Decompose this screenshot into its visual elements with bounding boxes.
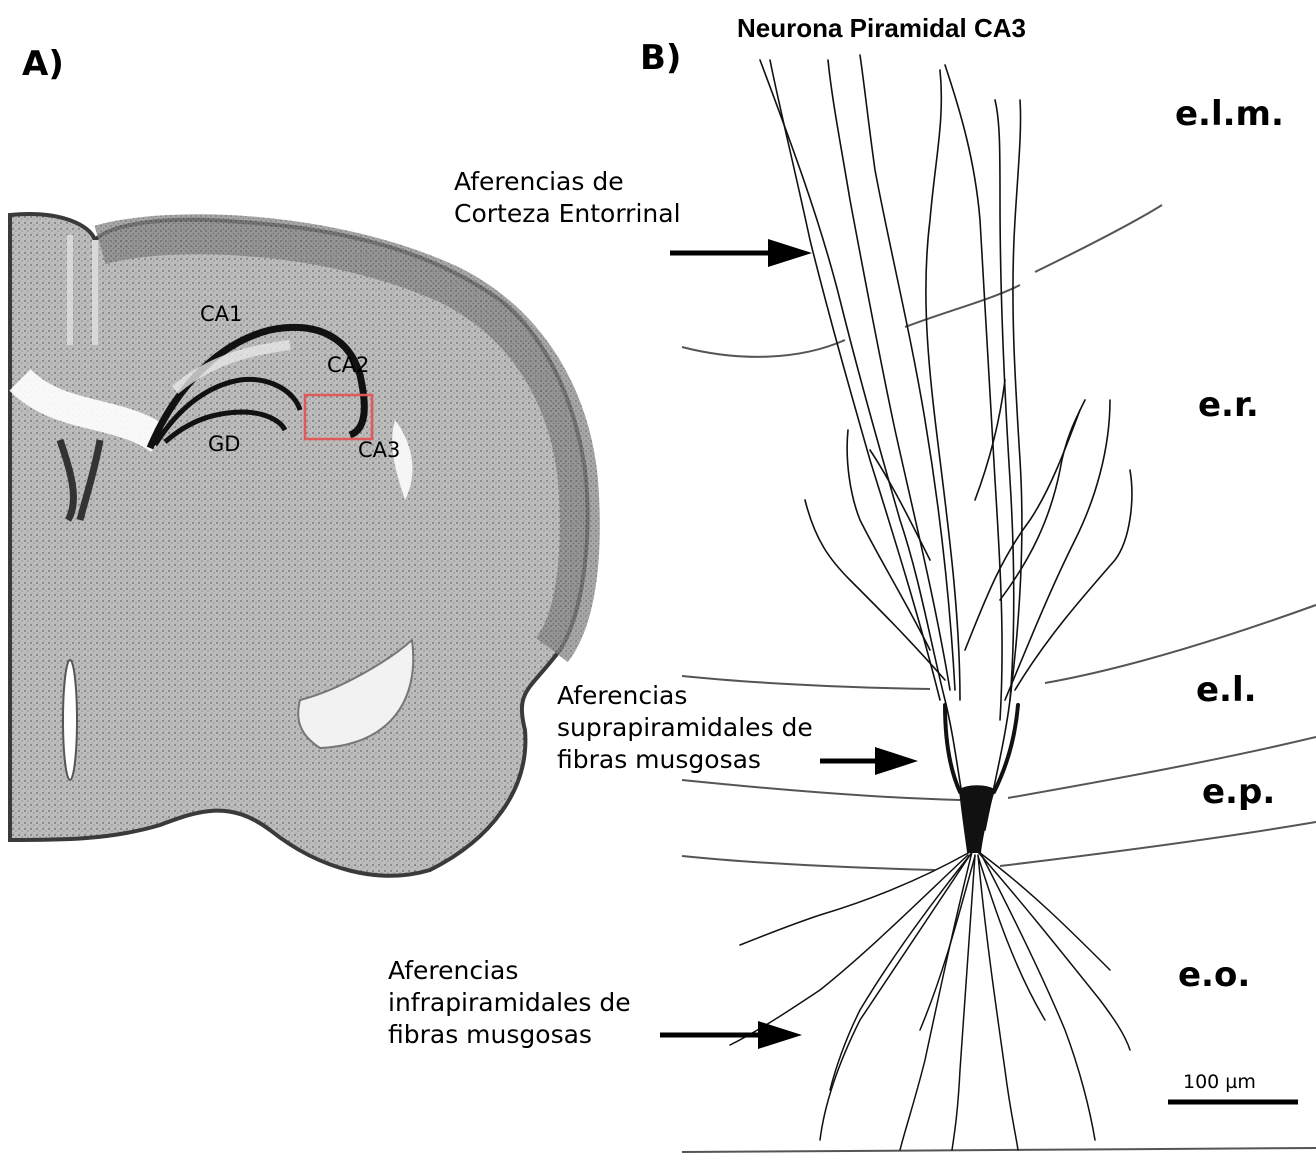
arrow-entorhinal-head: [768, 239, 812, 267]
annotation-entorhinal: Aferencias de Corteza Entorrinal: [454, 166, 681, 230]
layer-label-el: e.l.: [1196, 670, 1257, 710]
layer-label-ep: e.p.: [1202, 772, 1275, 812]
arrow-suprapyramidal-head: [875, 747, 918, 775]
scale-bar-label: 100 µm: [1183, 1071, 1256, 1093]
arrow-infrapyramidal-head: [758, 1021, 802, 1049]
neuron: [730, 55, 1132, 1150]
arrows: [660, 239, 918, 1049]
annotation-suprapyramidal: Aferencias suprapiramidales de fibras mu…: [557, 680, 813, 776]
layer-label-elm: e.l.m.: [1175, 94, 1284, 134]
annotation-infrapyramidal: Aferencias infrapiramidales de fibras mu…: [388, 955, 631, 1051]
layer-label-er: e.r.: [1198, 385, 1259, 425]
layer-label-eo: e.o.: [1178, 955, 1250, 995]
